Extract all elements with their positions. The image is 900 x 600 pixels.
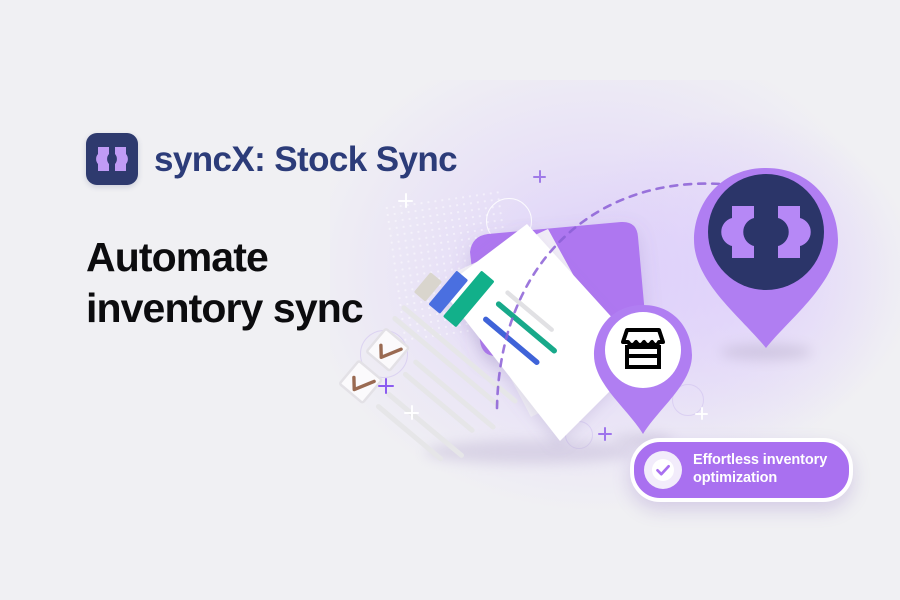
brand-name: syncX: Stock Sync xyxy=(154,139,458,179)
doc-check-icon xyxy=(352,375,376,392)
plus-white-3 xyxy=(695,407,708,420)
plus-white-2 xyxy=(404,405,419,420)
ring-decoration-2 xyxy=(360,330,408,378)
headline-line-1: Automate xyxy=(86,234,269,280)
doc-text-line xyxy=(386,391,465,458)
page-title: Automate inventory sync xyxy=(86,232,486,335)
sync-pin-circle xyxy=(708,174,824,290)
ring-decoration-1 xyxy=(486,198,532,244)
sync-pin-shadow xyxy=(720,344,812,360)
doc-text-line xyxy=(413,359,496,430)
doc-accent-line-blue xyxy=(483,316,540,365)
badge-text-line-2: optimization xyxy=(693,470,778,486)
status-badge[interactable]: Effortless inventory optimization xyxy=(630,438,854,502)
syncx-logo-icon xyxy=(721,206,811,258)
document-back-card xyxy=(470,221,647,357)
document-ground-shadow xyxy=(425,440,635,464)
doc-accent-line-teal xyxy=(495,301,557,354)
check-circle-icon xyxy=(644,451,682,489)
dashed-arc xyxy=(495,182,744,410)
doc-checkbox xyxy=(366,328,410,372)
background-glow-secondary xyxy=(560,110,900,440)
ring-decoration-3 xyxy=(672,384,704,416)
ring-decoration-4 xyxy=(565,421,593,449)
badge-text-line-1: Effortless inventory xyxy=(693,452,828,469)
store-pin xyxy=(594,305,692,434)
plus-purple-1 xyxy=(533,170,546,183)
doc-text-line xyxy=(402,371,475,433)
headline-line-2: inventory sync xyxy=(86,285,364,332)
badge-text: Effortless inventory optimization xyxy=(693,452,827,488)
plus-purple-2 xyxy=(378,378,394,394)
sync-pin xyxy=(694,168,838,348)
brand-row: syncX: Stock Sync xyxy=(86,133,458,185)
plus-purple-3 xyxy=(598,427,612,441)
plus-white-1 xyxy=(398,193,413,208)
storefront-icon xyxy=(621,328,665,369)
doc-check-icon xyxy=(379,343,403,360)
doc-checkbox xyxy=(339,360,383,404)
doc-text-line xyxy=(375,404,444,462)
doc-line-top xyxy=(505,290,554,332)
store-pin-circle xyxy=(605,312,681,388)
syncx-logo-icon xyxy=(86,133,138,185)
